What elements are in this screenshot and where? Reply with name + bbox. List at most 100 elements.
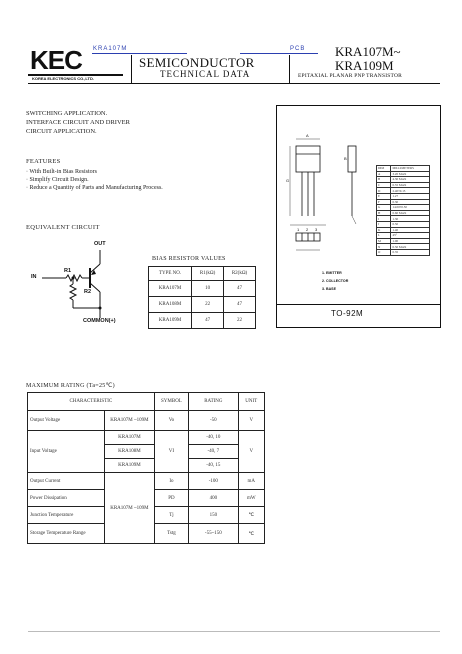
- header-divider-2: [289, 55, 290, 83]
- package-body-front: [295, 145, 321, 173]
- application-line: SWITCHING APPLICATION.: [26, 110, 108, 117]
- pin-legend-item: 2. COLLECTOR: [322, 279, 349, 283]
- rating-unit: ℃: [237, 523, 266, 544]
- rating-name: Storage Temperature Range: [26, 523, 106, 544]
- pin-label: 2: [306, 227, 309, 232]
- rating-value: -40, 10: [188, 430, 239, 445]
- bias-cell: KRA108M: [147, 296, 193, 313]
- rating-unit: V: [237, 430, 266, 473]
- table-row: KRA109M 47 22: [147, 312, 256, 329]
- dim-value: 0.35: [390, 248, 430, 256]
- feature-item: · With Built-in Bias Resistors: [26, 169, 97, 175]
- table-row: Junction Temperature Tj 150 ℃: [26, 506, 266, 524]
- rating-symbol: PD: [153, 489, 190, 507]
- pin-label: 1: [297, 227, 300, 232]
- company-logo: KEC: [30, 45, 83, 75]
- junction-dot: [98, 306, 102, 310]
- pin-legend-item: 3. BASE: [322, 287, 336, 291]
- pin-legend-item: 1. EMITTER: [322, 271, 342, 275]
- table-row: Storage Temperature Range Tstg -55~150 ℃: [26, 523, 266, 544]
- rating-name: Output Voltage: [26, 410, 106, 431]
- ratings-header: UNIT: [237, 392, 266, 411]
- rating-unit: mW: [237, 489, 266, 507]
- circuit-label-common: COMMON(+): [83, 318, 116, 324]
- bias-cell: KRA107M: [147, 280, 193, 297]
- circuit-label-in: IN: [31, 274, 37, 280]
- table-row: Output Current KRA107M ~109M Io -100 mA: [26, 472, 266, 544]
- header-bottom-rule: [28, 83, 440, 84]
- rating-value: -40, 15: [188, 458, 239, 473]
- bias-cell: 10: [191, 280, 225, 297]
- rating-type: KRA107M ~109M: [104, 410, 155, 431]
- rating-symbol: Io: [153, 472, 190, 490]
- application-line: INTERFACE CIRCUIT AND DRIVER: [26, 119, 130, 126]
- doc-title-semiconductor: SEMICONDUCTOR: [139, 55, 255, 70]
- rating-name: Power Dissipation: [26, 489, 106, 507]
- rating-unit: V: [237, 410, 266, 431]
- transistor-arrow: [91, 270, 96, 275]
- rating-type: KRA107M ~109M: [104, 472, 155, 544]
- rating-symbol: Vo: [153, 410, 190, 431]
- transistor-emitter: [89, 282, 101, 293]
- ratings-header: RATING: [188, 392, 239, 411]
- rating-type: KRA107M: [104, 430, 155, 445]
- part-description: EPITAXIAL PLANAR PNP TRANSISTOR: [298, 73, 403, 79]
- package-drawing-box: [276, 105, 441, 328]
- features-list: · With Built-in Bias Resistors · Simplif…: [26, 168, 163, 192]
- bias-header: TYPE NO.: [147, 266, 193, 281]
- bias-table-heading: BIAS RESISTOR VALUES: [152, 256, 226, 262]
- header-blue-rule-left: [92, 53, 187, 54]
- package-name: TO-92M: [331, 309, 364, 318]
- package-body-side: [347, 145, 357, 173]
- part-number-line2: KRA109M: [335, 58, 394, 73]
- package-outline-drawing: A G B 1 2 3: [286, 133, 357, 251]
- bias-cell: 47: [223, 296, 256, 313]
- rating-type: KRA108M: [104, 444, 155, 459]
- dim-letter: B: [344, 156, 347, 161]
- table-row: KRA108M 22 47: [147, 296, 256, 313]
- dim-symbol: O: [375, 248, 392, 256]
- resistor-r1: [65, 273, 83, 283]
- junction-dot: [71, 276, 75, 280]
- equivalent-circuit-heading: EQUIVALENT CIRCUIT: [26, 224, 100, 231]
- application-line: CIRCUIT APPLICATION.: [26, 128, 97, 135]
- resistor-r2: [68, 283, 78, 301]
- table-row: CHARACTERISTIC SYMBOL RATING UNIT: [27, 392, 266, 411]
- circuit-label-out: OUT: [94, 241, 106, 247]
- table-row: Input Voltage KRA107M VI -40, 10 V: [26, 430, 266, 473]
- rating-name: Junction Temperature: [26, 506, 106, 524]
- bias-cell: 22: [191, 296, 225, 313]
- transistor-collector: [89, 263, 101, 274]
- pin-legend: 1. EMITTER 2. COLLECTOR 3. BASE: [322, 269, 348, 293]
- table-row: Power Dissipation PD 400 mW: [26, 489, 266, 507]
- bias-cell: KRA109M: [147, 312, 193, 329]
- dim-letter: A: [306, 133, 309, 138]
- company-name: KOREA ELECTRONICS CO.,LTD.: [32, 76, 94, 81]
- part-ref-left: KRA107M: [93, 46, 128, 52]
- equivalent-circuit-diagram: [42, 250, 102, 318]
- circuit-label-r2: R2: [84, 289, 92, 295]
- dim-letter: G: [286, 178, 289, 183]
- table-row: KRA107M 10 47: [147, 280, 256, 297]
- logo-underline: [28, 74, 123, 76]
- pin-label: 3: [315, 227, 318, 232]
- features-heading: FEATURES: [26, 158, 61, 165]
- rating-unit: ℃: [237, 506, 266, 524]
- ratings-heading: MAXIMUM RATING (Ta=25℃): [26, 383, 115, 389]
- applications: SWITCHING APPLICATION. INTERFACE CIRCUIT…: [26, 109, 130, 136]
- bias-cell: 22: [223, 312, 256, 329]
- maximum-ratings-table: CHARACTERISTIC SYMBOL RATING UNIT Output…: [26, 392, 266, 544]
- rating-symbol: Tj: [153, 506, 190, 524]
- part-number-line1: KRA107M~: [335, 44, 401, 59]
- rating-unit: mA: [237, 472, 266, 490]
- bias-header: R2(kΩ): [223, 266, 256, 281]
- rating-value: -100: [188, 472, 239, 490]
- rating-name: Output Current: [26, 472, 106, 490]
- footer-rule: [28, 631, 440, 632]
- rating-value: -50: [188, 410, 239, 431]
- rating-symbol: VI: [153, 430, 190, 473]
- header-divider-1: [131, 55, 132, 83]
- feature-item: · Reduce a Quantity of Parts and Manufac…: [26, 185, 163, 191]
